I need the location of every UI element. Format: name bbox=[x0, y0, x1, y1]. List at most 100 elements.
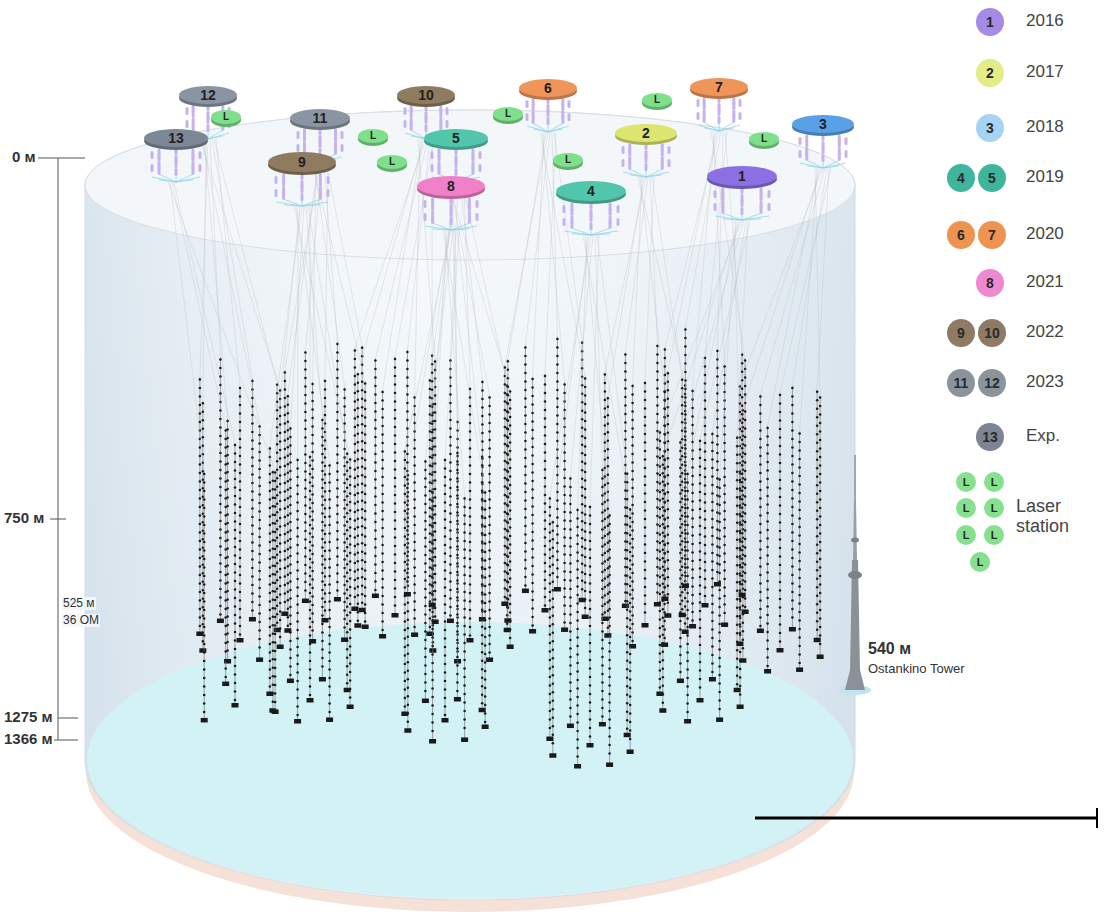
optical-module bbox=[488, 507, 491, 510]
optical-module bbox=[684, 597, 687, 600]
optical-module bbox=[759, 514, 762, 517]
optical-module bbox=[631, 393, 634, 396]
optical-module bbox=[504, 511, 507, 514]
optical-module bbox=[569, 520, 572, 523]
optical-module bbox=[509, 492, 512, 495]
optical-module bbox=[601, 596, 604, 599]
optical-module bbox=[481, 406, 484, 409]
optical-module bbox=[779, 623, 782, 626]
optical-module bbox=[552, 597, 555, 600]
optical-module bbox=[507, 581, 510, 584]
optical-module bbox=[631, 555, 634, 558]
optical-module bbox=[744, 504, 747, 507]
optical-module bbox=[798, 645, 801, 648]
optical-module bbox=[563, 451, 566, 454]
optical-module bbox=[488, 609, 491, 612]
optical-module bbox=[601, 571, 604, 574]
optical-module bbox=[716, 469, 719, 472]
optical-module bbox=[791, 608, 794, 611]
optical-module bbox=[488, 651, 491, 654]
optical-module bbox=[626, 634, 629, 637]
optical-module bbox=[699, 618, 702, 621]
optical-module bbox=[741, 583, 744, 586]
optical-module bbox=[584, 547, 587, 550]
optical-module bbox=[626, 685, 629, 688]
optical-module bbox=[779, 581, 782, 584]
optical-module bbox=[507, 368, 510, 371]
optical-module bbox=[504, 460, 507, 463]
optical-module bbox=[681, 463, 684, 466]
optical-module bbox=[507, 530, 510, 533]
optical-module bbox=[626, 472, 629, 475]
optical-module bbox=[744, 376, 747, 379]
optical-module bbox=[531, 429, 534, 432]
optical-module bbox=[576, 721, 579, 724]
optical-module bbox=[604, 399, 607, 402]
optical-module bbox=[556, 363, 559, 366]
optical-module bbox=[631, 546, 634, 549]
optical-module bbox=[569, 579, 572, 582]
anchor bbox=[504, 628, 511, 633]
optical-module bbox=[711, 611, 714, 614]
optical-module bbox=[644, 586, 647, 589]
optical-module bbox=[819, 490, 822, 493]
optical-module bbox=[504, 528, 507, 531]
optical-module bbox=[469, 447, 472, 450]
optical-module bbox=[791, 446, 794, 449]
optical-module bbox=[589, 667, 592, 670]
optical-module bbox=[624, 396, 627, 399]
optical-module bbox=[509, 543, 512, 546]
optical-module bbox=[691, 483, 694, 486]
optical-module bbox=[667, 423, 670, 426]
optical-module bbox=[816, 399, 819, 402]
optical-module bbox=[664, 476, 667, 479]
optical-module bbox=[736, 581, 739, 584]
optical-module bbox=[504, 587, 507, 590]
optical-module bbox=[662, 676, 665, 679]
optical-module bbox=[736, 615, 739, 618]
optical-module bbox=[469, 490, 472, 493]
optical-module bbox=[563, 511, 566, 514]
optical-module bbox=[531, 522, 534, 525]
optical-module bbox=[524, 389, 527, 392]
optical-module bbox=[608, 557, 611, 560]
optical-module bbox=[556, 397, 559, 400]
optical-module bbox=[604, 535, 607, 538]
optical-module bbox=[766, 563, 769, 566]
optical-module bbox=[664, 510, 667, 513]
optical-module bbox=[699, 482, 702, 485]
optical-module bbox=[429, 558, 432, 561]
optical-module bbox=[667, 516, 670, 519]
optical-module bbox=[718, 648, 721, 651]
optical-module bbox=[718, 665, 721, 668]
optical-module bbox=[684, 507, 687, 510]
optical-module bbox=[736, 606, 739, 609]
optical-module bbox=[759, 582, 762, 585]
optical-module bbox=[581, 503, 584, 506]
optical-module bbox=[584, 539, 587, 542]
optical-module bbox=[601, 528, 604, 531]
optical-module bbox=[679, 475, 682, 478]
optical-module bbox=[488, 575, 491, 578]
optical-module bbox=[604, 475, 607, 478]
optical-module bbox=[544, 502, 547, 505]
optical-module bbox=[739, 547, 742, 550]
anchor bbox=[622, 604, 629, 609]
optical-module bbox=[601, 494, 604, 497]
optical-module bbox=[718, 708, 721, 711]
optical-module bbox=[544, 477, 547, 480]
optical-module bbox=[664, 561, 667, 564]
optical-module bbox=[584, 471, 587, 474]
optical-module bbox=[679, 620, 682, 623]
optical-module bbox=[584, 581, 587, 584]
optical-module bbox=[463, 548, 466, 551]
optical-module bbox=[449, 563, 452, 566]
optical-module bbox=[469, 592, 472, 595]
optical-module bbox=[686, 702, 689, 705]
optical-module bbox=[524, 346, 527, 349]
optical-module bbox=[766, 512, 769, 515]
anchor bbox=[814, 638, 821, 643]
optical-module bbox=[504, 536, 507, 539]
optical-module bbox=[504, 400, 507, 403]
optical-module bbox=[569, 690, 572, 693]
